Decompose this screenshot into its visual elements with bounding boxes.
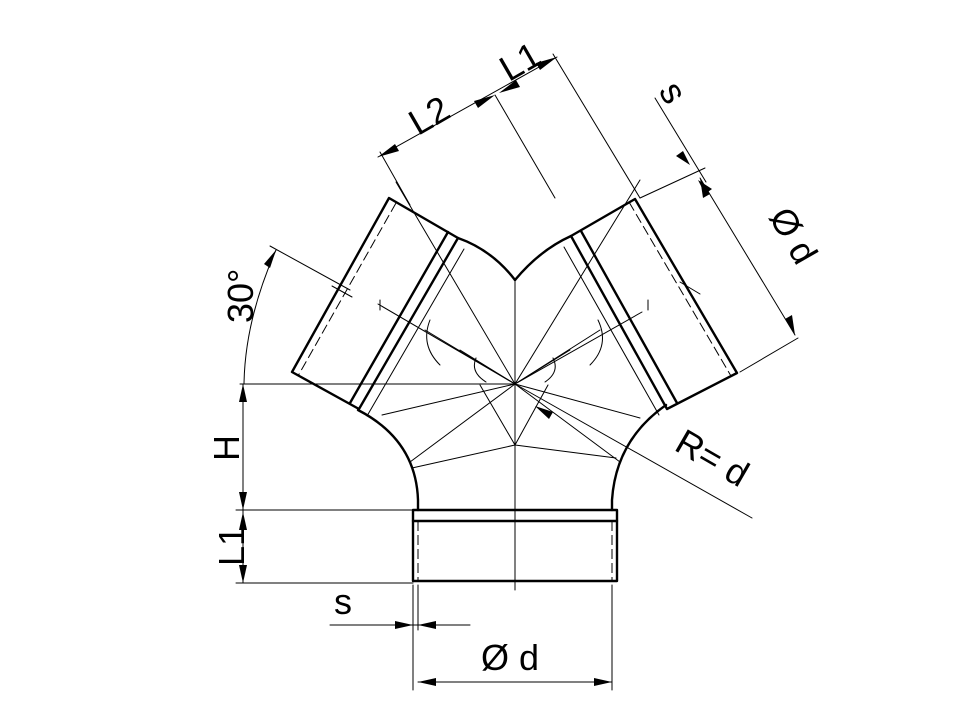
label-top-l1: L1 bbox=[492, 34, 547, 90]
body-outline bbox=[356, 234, 668, 512]
arrowheads bbox=[239, 57, 795, 686]
label-top-l2: L2 bbox=[401, 88, 456, 144]
label-height: H bbox=[206, 435, 247, 461]
right-branch bbox=[563, 197, 739, 416]
label-bottom-s: s bbox=[334, 581, 352, 622]
label-bottom-diameter: Ø d bbox=[481, 637, 539, 678]
dimension-lines bbox=[235, 53, 799, 691]
label-angle: 30° bbox=[220, 269, 261, 323]
construction-lines bbox=[239, 179, 753, 591]
label-top-diameter: Ø d bbox=[761, 200, 826, 271]
left-branch bbox=[290, 196, 465, 417]
label-radius: R= d bbox=[669, 421, 756, 495]
label-left-l1: L1 bbox=[211, 526, 252, 566]
label-top-s: s bbox=[651, 74, 696, 110]
